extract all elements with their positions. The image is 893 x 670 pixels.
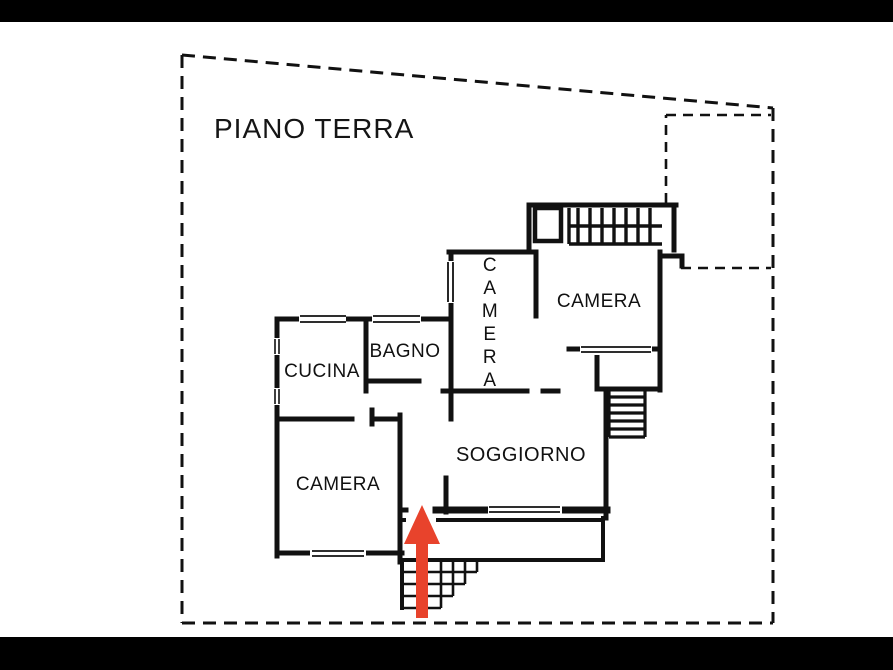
entrance-arrow-icon (404, 505, 440, 618)
page-title: PIANO TERRA (214, 113, 414, 144)
entry-steps (402, 560, 479, 610)
annex-boundary (664, 113, 771, 270)
windows (272, 261, 652, 559)
room-label-camera-ovest: CAMERA (296, 474, 380, 495)
paper (0, 22, 893, 637)
property-boundary (180, 53, 775, 625)
room-label-soggiorno: SOGGIORNO (456, 444, 586, 466)
room-label-cucina: CUCINA (284, 361, 360, 382)
room-label-bagno: BAGNO (369, 341, 440, 362)
stairs-side (607, 389, 647, 439)
vestibule-box (532, 205, 564, 244)
stairs-top (567, 208, 662, 246)
room-label-camera-est: CAMERA (557, 291, 641, 312)
